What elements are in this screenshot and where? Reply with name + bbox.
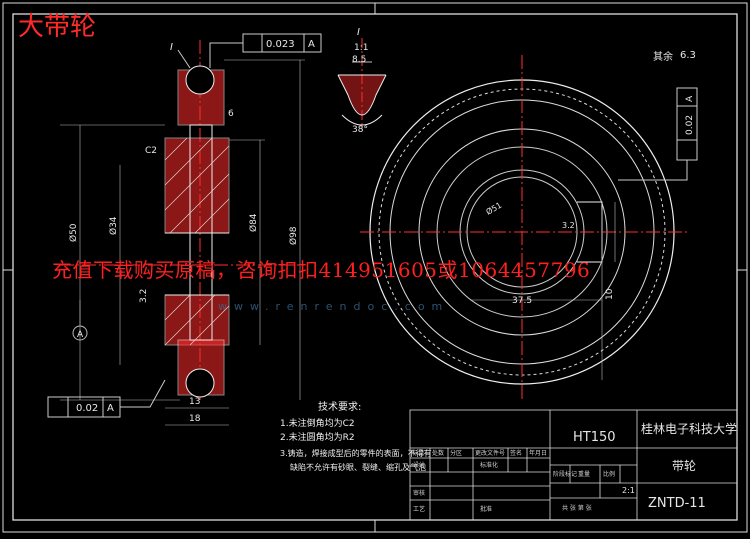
bore-note: Ø51 bbox=[484, 200, 503, 217]
dia-50: Ø50 bbox=[68, 223, 79, 242]
tol-value-top: 0.023 bbox=[266, 39, 295, 50]
tech-notes-heading: 技术要求: bbox=[318, 400, 361, 413]
datum-label-top: A bbox=[308, 39, 315, 50]
tol-value-right: 0.02 bbox=[685, 115, 695, 135]
detail-label: I bbox=[170, 42, 173, 53]
tb-row-label-5: 年月日 bbox=[529, 449, 547, 457]
groove-depth: 8.5 bbox=[352, 55, 366, 65]
detail-scale: 1:1 bbox=[354, 43, 368, 53]
roughness-other: 其余 bbox=[653, 50, 673, 63]
tb-drawing-no: ZNTD-11 bbox=[648, 496, 706, 511]
tech-note-4: 缺陷不允许有砂眼、裂缝、缩孔及气泡 bbox=[290, 462, 426, 472]
tol-value-left: 0.02 bbox=[76, 403, 98, 414]
width-13: 13 bbox=[189, 397, 200, 407]
tb-row-label-0: 标记 bbox=[412, 449, 424, 457]
tb-weight-label: 重量 bbox=[578, 470, 590, 478]
tb-sheets: 共 张 第 张 bbox=[562, 504, 592, 512]
rough-mid: 3.2 bbox=[562, 221, 575, 230]
tb-material: HT150 bbox=[573, 430, 616, 445]
datum-label-left: A bbox=[107, 403, 114, 414]
tb-university: 桂林电子科技大学 bbox=[641, 421, 737, 436]
tb-review: 审核 bbox=[413, 489, 425, 497]
dia-98: Ø98 bbox=[288, 226, 299, 245]
tb-approve: 批准 bbox=[480, 505, 492, 513]
tb-row-label-2: 分区 bbox=[450, 449, 462, 457]
watermark-text: www.renrendoc.com bbox=[218, 300, 450, 313]
keyway-width: 10 bbox=[605, 288, 615, 300]
tb-row-label-1: 处数 bbox=[432, 449, 444, 457]
detail-label-2: I bbox=[357, 27, 360, 38]
keyway-depth: 37.5 bbox=[512, 296, 532, 306]
dia-84: Ø84 bbox=[248, 213, 259, 232]
hub-width: 6 bbox=[228, 109, 234, 119]
dia-34: Ø34 bbox=[108, 216, 119, 235]
tb-standard: 标准化 bbox=[480, 461, 498, 469]
tb-row-label-4: 签名 bbox=[510, 449, 522, 457]
tech-note-2: 2.未注圆角均为R2 bbox=[280, 431, 355, 443]
tb-scale-label: 比例 bbox=[603, 470, 615, 478]
drawing-title: 大带轮 bbox=[18, 12, 97, 42]
tb-row-label-3: 更改文件号 bbox=[475, 449, 505, 457]
chamfer-label: C2 bbox=[145, 146, 157, 156]
tech-note-3: 3.铸造，焊接成型后的零件的表面，不得有 bbox=[280, 448, 432, 458]
groove-detail bbox=[337, 38, 387, 130]
tb-craft: 工艺 bbox=[413, 505, 425, 513]
tb-stage-label: 阶段标记 bbox=[553, 470, 577, 478]
tech-note-1: 1.未注倒角均为C2 bbox=[280, 417, 355, 429]
datum-label-right: A bbox=[685, 95, 695, 102]
title-block bbox=[409, 409, 738, 521]
promo-banner: 充值下载购买原稿，咨询扣扣414951605或1064457796 bbox=[52, 258, 591, 282]
datum-circle-a: A bbox=[77, 330, 84, 340]
roughness-value: 6.3 bbox=[680, 50, 696, 61]
section-view bbox=[47, 33, 322, 426]
tb-scale: 2:1 bbox=[622, 486, 635, 495]
width-18: 18 bbox=[189, 414, 201, 424]
groove-angle: 38° bbox=[352, 125, 368, 135]
front-view bbox=[360, 55, 698, 400]
tb-part-name: 带轮 bbox=[672, 459, 696, 473]
rough-left: 3.2 bbox=[139, 289, 149, 303]
tb-design: 设计 bbox=[413, 461, 425, 469]
